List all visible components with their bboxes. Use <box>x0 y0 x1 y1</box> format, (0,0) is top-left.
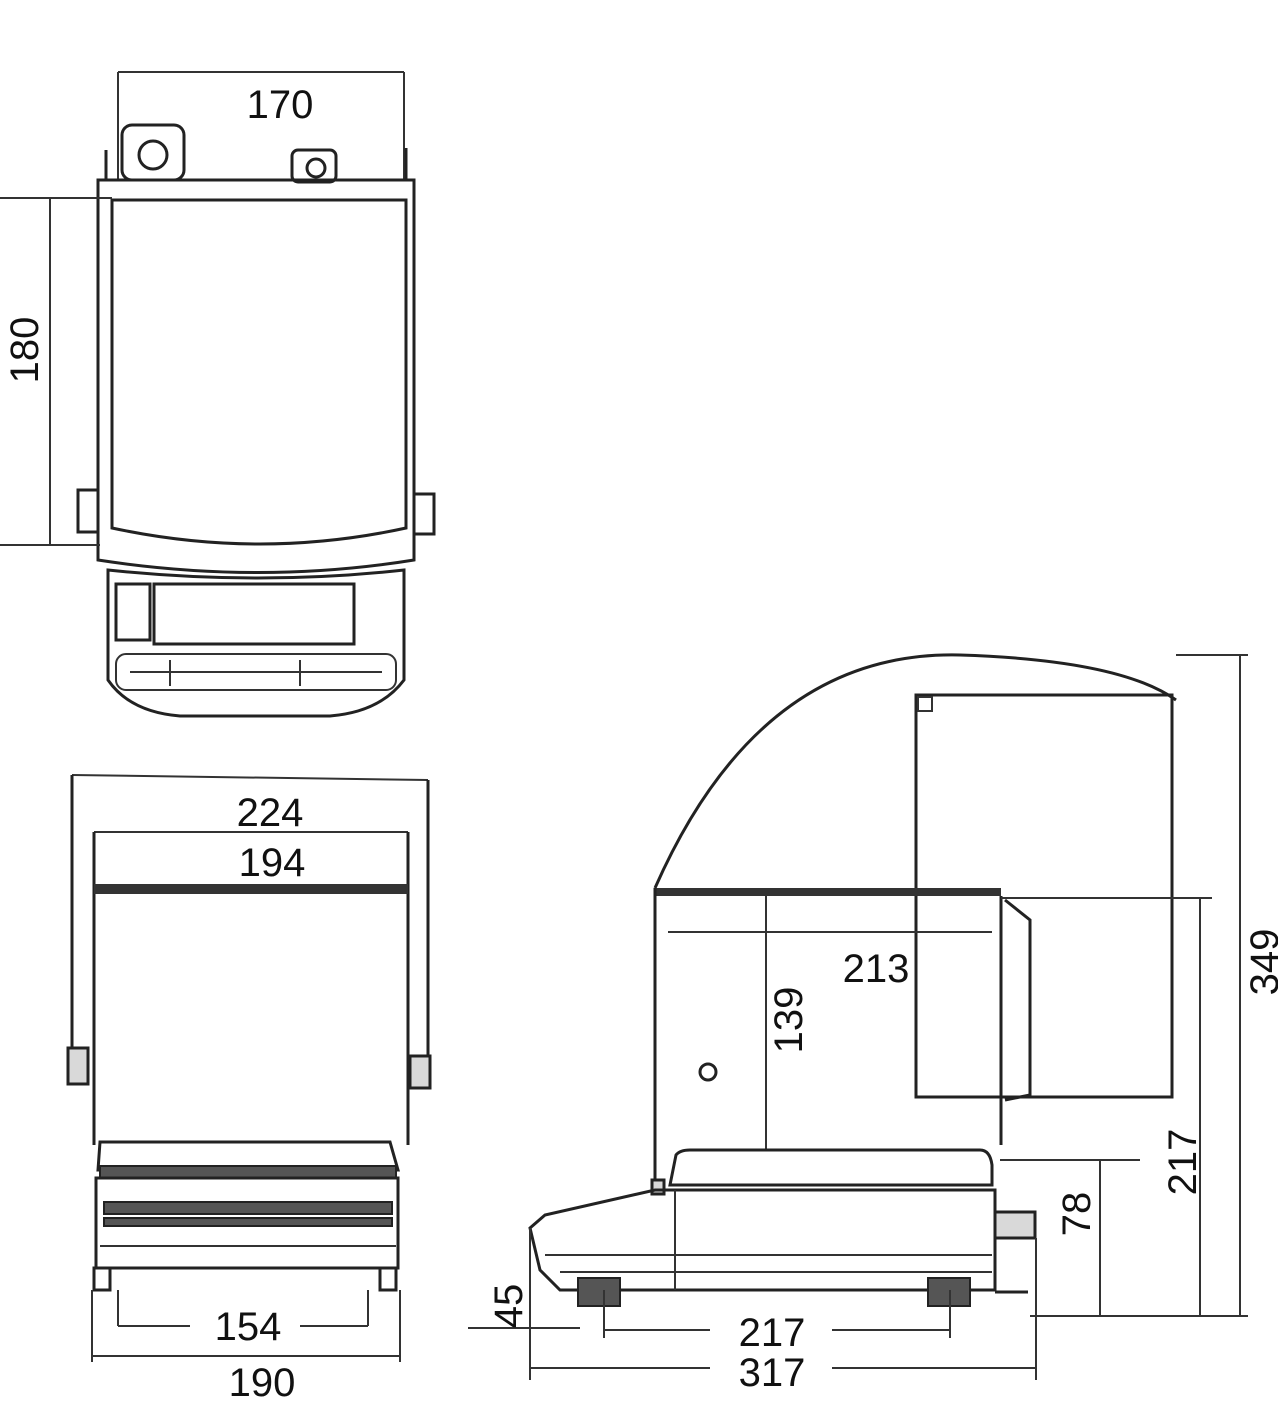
top-hinge-right <box>290 148 338 184</box>
side-foot-spacing-label: 217 <box>739 1311 806 1355</box>
top-depth-label: 180 <box>3 317 47 384</box>
front-foot-right <box>378 1266 398 1292</box>
top-display-housing <box>106 568 406 718</box>
front-base <box>94 1176 400 1270</box>
front-tab-right <box>408 1054 432 1090</box>
front-overall-width-label: 224 <box>237 791 304 835</box>
side-pan-height-label: 78 <box>1055 1192 1099 1237</box>
side-base-body <box>528 1188 997 1292</box>
front-overall-width-line <box>71 774 429 781</box>
top-hinge-left <box>120 123 186 182</box>
front-view: 224 194 154 190 <box>66 774 432 1401</box>
side-chamber-top <box>655 888 1001 896</box>
top-weighing-pan <box>110 198 408 546</box>
top-tab-right <box>412 492 436 536</box>
front-foot-left <box>92 1266 112 1292</box>
top-display-side <box>114 582 152 642</box>
side-overall-depth-label: 317 <box>739 1351 806 1395</box>
top-keypad <box>115 653 397 691</box>
front-pan-stripe <box>99 1165 397 1179</box>
side-door-arc <box>653 653 1177 889</box>
top-width-label: 170 <box>247 83 314 127</box>
front-top-bar <box>94 884 408 894</box>
side-door-edge <box>1004 898 1032 1102</box>
front-tab-left <box>66 1046 90 1086</box>
top-display-screen <box>152 582 356 646</box>
side-pan <box>668 1148 994 1187</box>
top-view: 170 180 <box>0 71 436 718</box>
side-body-height-label: 217 <box>1161 1129 1205 1196</box>
front-base-width-label: 190 <box>229 1361 296 1401</box>
side-rear-connector <box>993 1210 1037 1240</box>
top-tab-left <box>76 488 100 534</box>
side-chamber-height-label: 139 <box>767 987 811 1054</box>
side-level-indicator <box>698 1062 718 1082</box>
side-foot-height-label: 45 <box>487 1284 531 1329</box>
front-foot-spacing-label: 154 <box>215 1305 282 1349</box>
side-view: 213 139 349 217 78 45 <box>468 653 1278 1395</box>
front-pan <box>96 1140 400 1172</box>
front-inner-width-label: 194 <box>239 841 306 885</box>
side-foot-front <box>577 1277 621 1307</box>
side-chamber-depth-label: 213 <box>843 947 910 991</box>
side-overall-height-label: 349 <box>1243 929 1278 996</box>
top-body-outline <box>96 178 416 574</box>
